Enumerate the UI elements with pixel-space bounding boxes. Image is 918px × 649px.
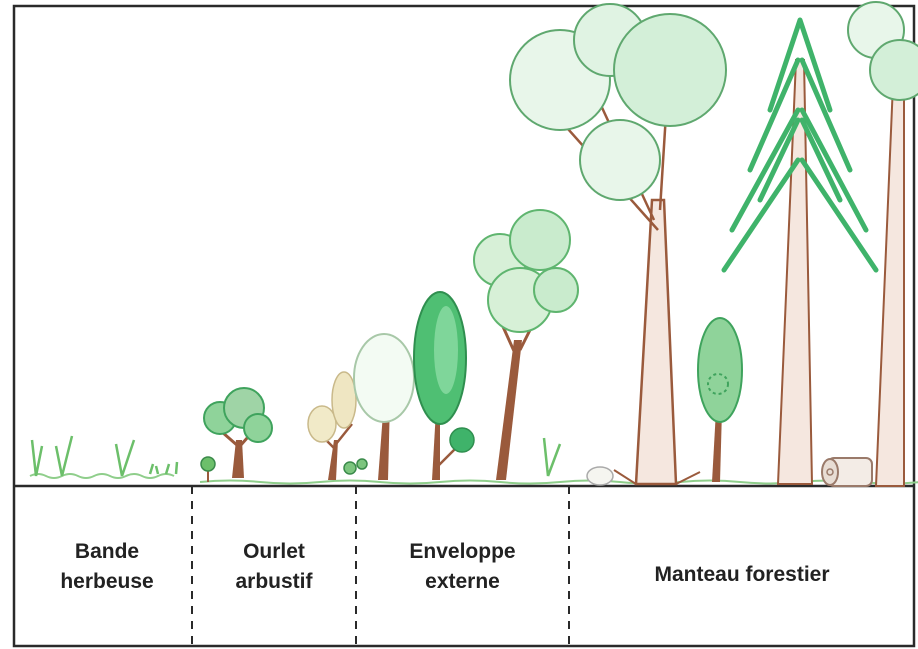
- frame-border: [12, 4, 916, 648]
- grass-tufts: [30, 435, 562, 477]
- small-tree-right: [697, 317, 743, 482]
- rock: [586, 466, 614, 486]
- edge-tree: [847, 1, 918, 487]
- zone-label-bande-herbeuse: Bande herbeuse: [60, 540, 154, 593]
- pale-round-tree: [353, 333, 415, 480]
- zone-label-ourlet-arbustif: Ourlet arbustif: [235, 540, 313, 593]
- big-broadleaf-tree: [509, 3, 727, 486]
- conifer-tree: [721, 17, 879, 485]
- zone-label-enveloppe-externe: Enveloppe externe: [409, 540, 516, 593]
- tiny-shrub-1: [200, 456, 216, 482]
- log: [821, 457, 873, 487]
- medium-leafy-tree: [473, 209, 579, 480]
- column-tree: [413, 291, 475, 480]
- beige-shrub: [307, 371, 368, 480]
- zone-label-manteau-forestier: Manteau forestier: [654, 563, 830, 586]
- small-round-tree: [203, 387, 273, 478]
